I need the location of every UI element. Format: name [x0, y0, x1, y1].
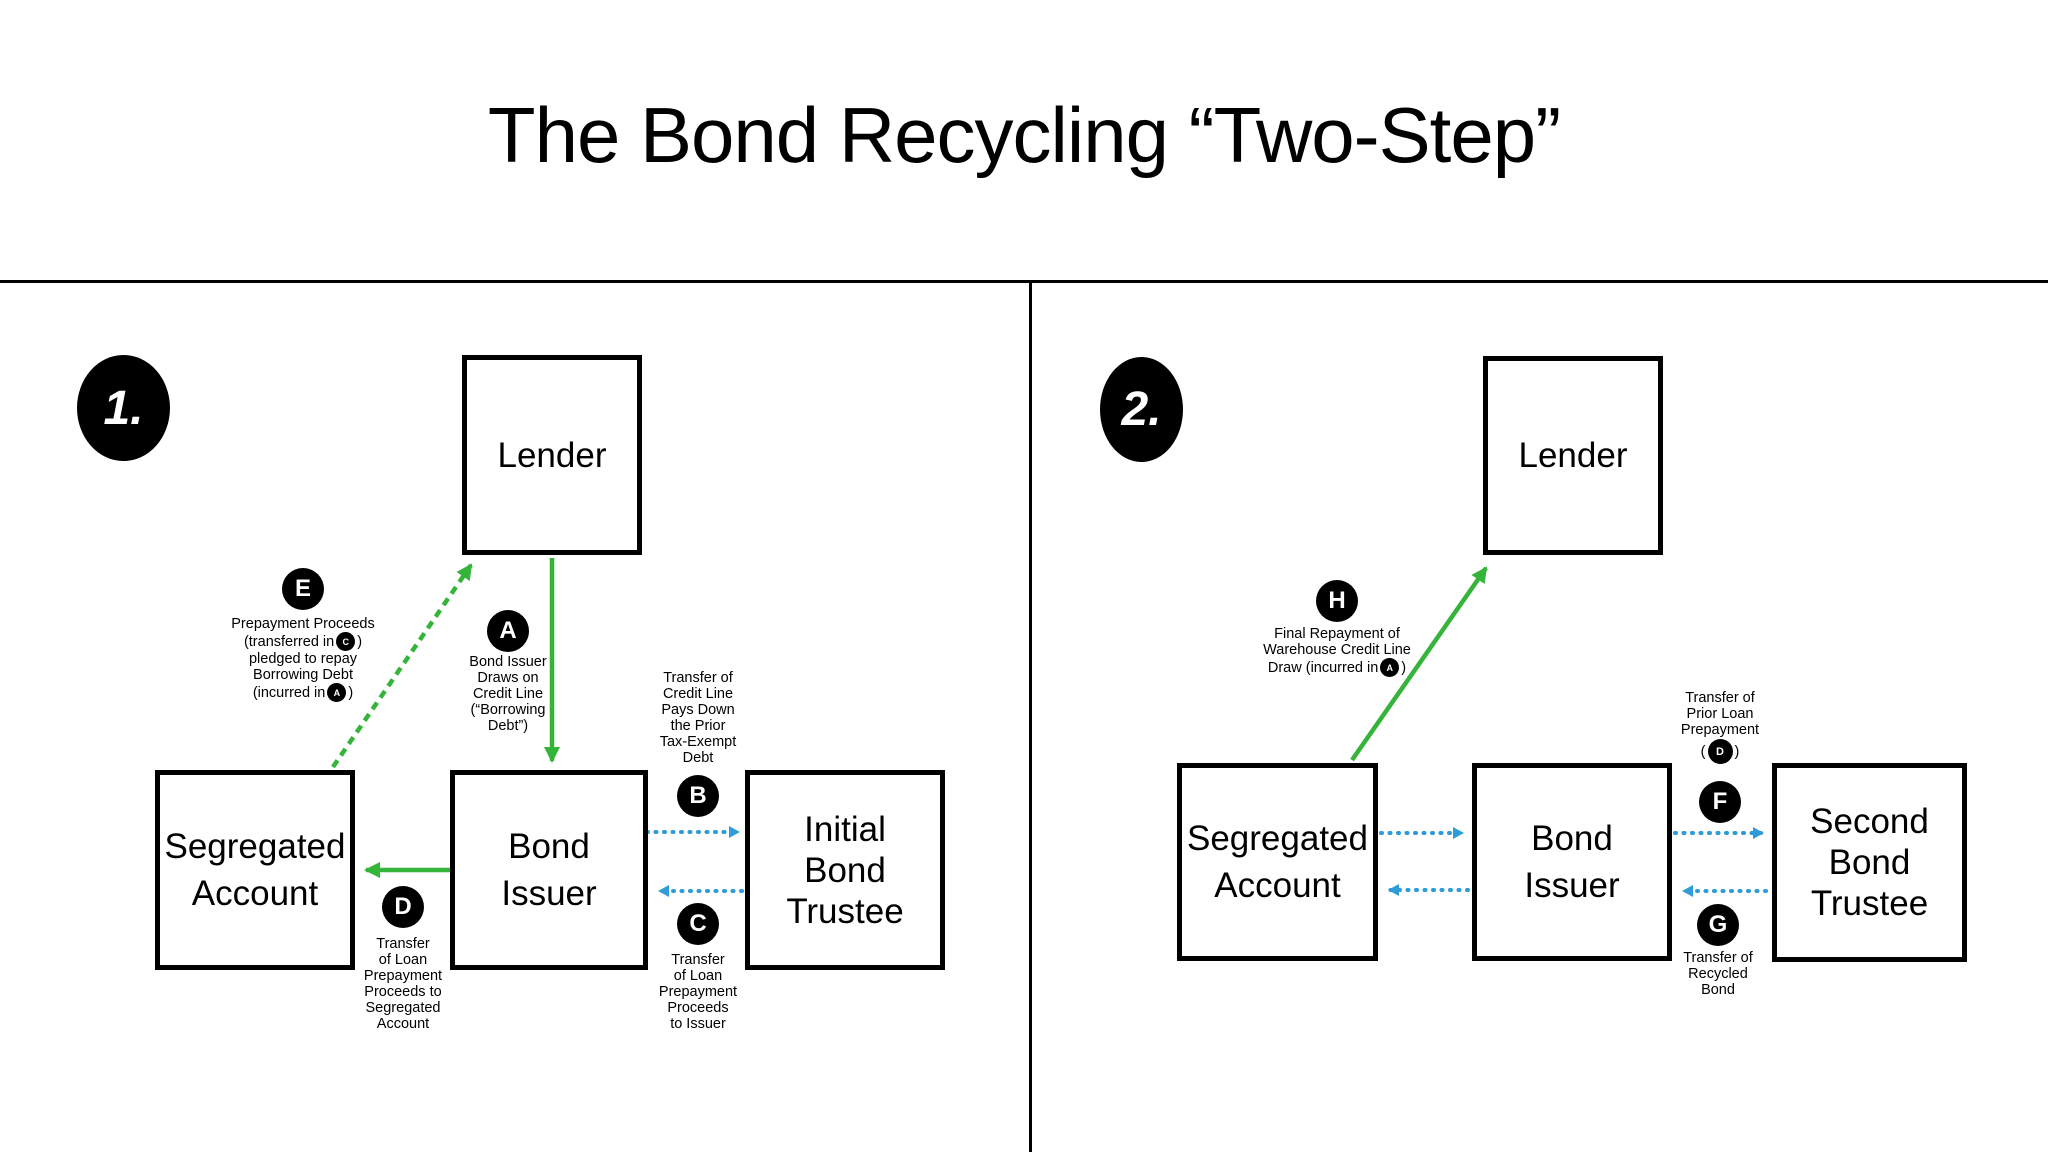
box-label: Trustee — [1810, 884, 1929, 923]
badge-a: A — [487, 610, 529, 652]
badge-b: B — [677, 775, 719, 817]
ann-line: Transfer — [376, 936, 430, 952]
annotation-f-text: Transfer of Prior Loan Prepayment ( D ) — [1640, 690, 1800, 765]
badge-h: H — [1316, 580, 1358, 622]
annotation-e-text: Prepayment Proceeds (transferred in C ) … — [193, 616, 413, 702]
ann-line: to Issuer — [670, 1016, 726, 1032]
box-label: Initial — [804, 809, 886, 849]
step2-number: 2. — [1100, 357, 1183, 462]
ann-line: ( D ) — [1640, 738, 1800, 765]
box-segregated-account-step1: Segregated Account — [155, 770, 355, 970]
ann-line: Bond Issuer — [469, 654, 547, 670]
ann-line: Pays Down — [661, 702, 735, 718]
badge-d: D — [382, 886, 424, 928]
ann-line: Prepayment — [658, 984, 738, 1000]
annotation-a-text: Bond Issuer Draws on Credit Line (“Borro… — [428, 654, 588, 734]
box-label: Trustee — [786, 891, 904, 931]
ann-line: of Loan — [673, 968, 723, 984]
diagram-title: The Bond Recycling “Two-Step” — [487, 91, 1561, 179]
ann-text: ) — [1734, 743, 1740, 760]
ann-line: Draw (incurred in A ) — [1217, 658, 1457, 677]
annotation-c-text: Transfer of Loan Prepayment Proceeds to … — [618, 952, 778, 1032]
step1-number: 1. — [77, 355, 170, 461]
ann-line: Draws on — [477, 670, 539, 686]
ann-line: Proceeds — [667, 1000, 729, 1016]
box-label: Lender — [1518, 436, 1628, 475]
ann-line: Prior Loan — [1686, 706, 1754, 722]
ann-line: Transfer of — [663, 670, 733, 686]
box-label: Bond — [508, 827, 590, 866]
box-label: Issuer — [501, 874, 597, 913]
ann-text: Draw (incurred in — [1267, 659, 1379, 676]
box-lender-step2: Lender — [1483, 356, 1663, 555]
ann-line: Prepayment — [1680, 722, 1760, 738]
ann-line: Prepayment — [363, 968, 443, 984]
ann-line: (incurred in A ) — [193, 683, 413, 702]
box-label: Segregated — [164, 827, 346, 866]
ann-line: Credit Line — [662, 686, 734, 702]
box-segregated-account-step2: Segregated Account — [1177, 763, 1378, 961]
ann-line: Account — [376, 1016, 430, 1032]
annotation-b-text: Transfer of Credit Line Pays Down the Pr… — [618, 670, 778, 766]
ann-line: the Prior — [670, 718, 726, 734]
ann-line: Warehouse Credit Line — [1263, 642, 1411, 658]
horizontal-divider — [0, 280, 2048, 283]
annotation-d-text: Transfer of Loan Prepayment Proceeds to … — [323, 936, 483, 1032]
badge-g: G — [1697, 904, 1739, 946]
ann-line: Credit Line — [472, 686, 544, 702]
annotation-g-text: Transfer of Recycled Bond — [1638, 950, 1798, 998]
box-label: Issuer — [1524, 866, 1620, 905]
panel-divider — [1029, 280, 1032, 1152]
box-label: Segregated — [1187, 819, 1368, 858]
box-second-bond-trustee: Second Bond Trustee — [1772, 763, 1967, 962]
ann-line: Segregated — [365, 1000, 441, 1016]
ann-text: (transferred in — [243, 633, 335, 650]
ann-text: ) — [348, 684, 354, 701]
box-label: Lender — [497, 435, 607, 475]
badge-e: E — [282, 568, 324, 610]
ann-line: Debt — [682, 750, 714, 766]
box-bond-issuer-step1: Bond Issuer — [450, 770, 648, 970]
box-lender-step1: Lender — [462, 355, 642, 555]
arrow-e-segregated-to-lender — [331, 563, 473, 769]
ann-line: Proceeds to — [364, 984, 442, 1000]
box-label: Bond — [1531, 819, 1613, 858]
annotation-h-text: Final Repayment of Warehouse Credit Line… — [1217, 626, 1457, 677]
box-label: Account — [191, 874, 319, 913]
ann-text: ) — [1401, 659, 1407, 676]
ann-line: Borrowing Debt — [253, 667, 353, 683]
box-label: Second — [1810, 802, 1929, 841]
badge-c: C — [677, 903, 719, 945]
box-initial-bond-trustee: Initial Bond Trustee — [745, 770, 945, 970]
ann-line: Transfer — [671, 952, 725, 968]
ann-line: Bond — [1701, 982, 1735, 998]
inline-badge-d: D — [1707, 739, 1733, 764]
box-label: Bond — [804, 850, 886, 890]
badge-f: F — [1699, 781, 1741, 823]
ann-line: Transfer of — [1685, 690, 1755, 706]
ann-line: Recycled — [1688, 966, 1748, 982]
ann-text: (incurred in — [252, 684, 326, 701]
ann-line: of Loan — [378, 952, 428, 968]
ann-text: ( — [1700, 743, 1706, 760]
inline-badge-a: A — [327, 683, 347, 702]
ann-text: ) — [357, 633, 363, 650]
inline-badge-a: A — [1380, 658, 1400, 677]
box-bond-issuer-step2: Bond Issuer — [1472, 763, 1672, 961]
arrow-h-segregated-to-lender — [1350, 566, 1488, 762]
ann-line: Debt”) — [487, 718, 529, 734]
ann-line: (“Borrowing — [470, 702, 546, 718]
box-label: Bond — [1828, 843, 1911, 882]
ann-line: Final Repayment of — [1274, 626, 1400, 642]
ann-line: Tax-Exempt — [659, 734, 737, 750]
ann-line: (transferred in C ) — [193, 632, 413, 651]
ann-line: Transfer of — [1683, 950, 1753, 966]
ann-line: pledged to repay — [248, 651, 358, 667]
box-label: Account — [1214, 866, 1341, 905]
inline-badge-c: C — [336, 632, 356, 651]
ann-line: Prepayment Proceeds — [231, 616, 375, 632]
